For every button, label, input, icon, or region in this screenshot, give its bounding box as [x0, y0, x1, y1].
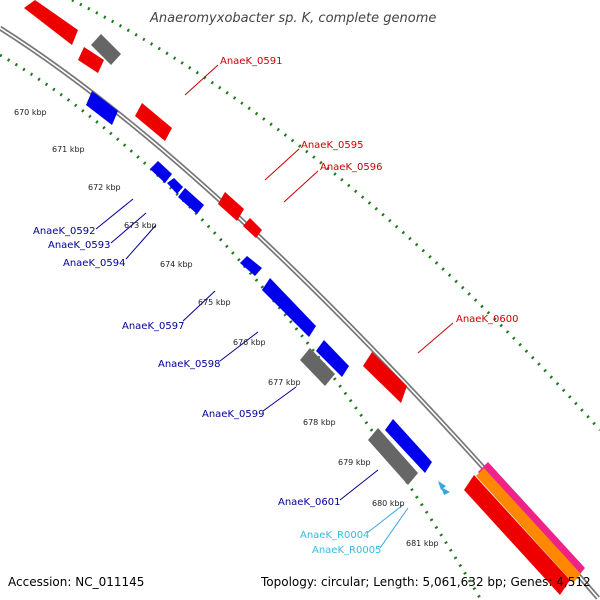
band-red	[464, 475, 570, 595]
leader-line	[125, 224, 157, 260]
leader-line	[339, 469, 379, 501]
gene-forward-arrow[interactable]	[363, 352, 407, 403]
gene-forward-arrow[interactable]	[243, 218, 262, 238]
leader-line	[264, 148, 300, 181]
gene-forward-arrow[interactable]	[24, 0, 78, 45]
leader-line	[283, 170, 319, 203]
kbp-tick-label: 679 kbp	[338, 458, 371, 467]
map-title: Anaeromyxobacter sp. K, complete genome	[149, 11, 436, 26]
leader-line	[184, 64, 219, 96]
kbp-tick-label: 675 kbp	[198, 298, 231, 307]
gene-reverse-arrow[interactable]	[385, 419, 432, 473]
leader-line	[262, 386, 297, 412]
leader-line	[219, 331, 259, 362]
gene-reverse-arrow[interactable]	[262, 278, 316, 337]
rna-mark[interactable]	[438, 481, 446, 490]
gene-label[interactable]: AnaeK_R0004	[300, 530, 369, 541]
gene-pseudo-block[interactable]	[91, 34, 121, 65]
gene-reverse-arrow[interactable]	[240, 256, 262, 276]
gene-pseudo-block[interactable]	[300, 348, 335, 386]
gene-label[interactable]: AnaeK_0601	[278, 497, 340, 508]
gene-reverse-arrow[interactable]	[178, 188, 204, 214]
gene-forward-arrow[interactable]	[78, 47, 104, 73]
gene-pseudo-block[interactable]	[368, 428, 418, 485]
kbp-tick-label: 673 kbp	[124, 221, 157, 230]
gene-label[interactable]: AnaeK_0599	[202, 409, 264, 420]
genome-summary-text: Topology: circular; Length: 5,061,632 bp…	[260, 575, 591, 589]
gene-forward-arrow[interactable]	[135, 103, 172, 141]
gene-label[interactable]: AnaeK_0592	[33, 226, 95, 237]
gene-forward-arrow[interactable]	[218, 192, 244, 221]
gene-label[interactable]: AnaeK_0596	[320, 162, 382, 173]
gene-label[interactable]: AnaeK_0598	[158, 359, 220, 370]
gene-label[interactable]: AnaeK_0595	[301, 140, 363, 151]
gene-reverse-arrow[interactable]	[150, 161, 172, 183]
leader-line	[417, 322, 454, 354]
accession-text: Accession: NC_011145	[8, 575, 144, 589]
kbp-tick-label: 677 kbp	[268, 378, 301, 387]
leader-line	[182, 290, 216, 322]
leader-line	[366, 504, 404, 534]
gene-label[interactable]: AnaeK_0593	[48, 240, 110, 251]
band-orange	[476, 468, 581, 583]
gene-reverse-arrow[interactable]	[316, 340, 349, 377]
leader-line	[379, 507, 409, 549]
kbp-tick-label: 670 kbp	[14, 108, 47, 117]
kbp-tick-label: 672 kbp	[88, 183, 121, 192]
gene-reverse-arrow[interactable]	[167, 178, 183, 194]
gene-label[interactable]: AnaeK_0591	[220, 56, 282, 67]
kbp-tick-label: 680 kbp	[372, 499, 405, 508]
kbp-tick-label: 671 kbp	[52, 145, 85, 154]
gene-label[interactable]: AnaeK_R0005	[312, 545, 381, 556]
gene-label[interactable]: AnaeK_0600	[456, 314, 518, 325]
leader-line	[110, 212, 147, 244]
gene-reverse-arrow[interactable]	[86, 91, 118, 125]
kbp-tick-label: 674 kbp	[160, 260, 193, 269]
gene-label[interactable]: AnaeK_0594	[63, 258, 125, 269]
kbp-tick-label: 676 kbp	[233, 338, 266, 347]
rna-mark[interactable]	[441, 487, 450, 495]
gene-label[interactable]: AnaeK_0597	[122, 321, 184, 332]
inner-tick-track	[0, 53, 482, 599]
kbp-tick-label: 681 kbp	[406, 539, 439, 548]
leader-line	[95, 198, 134, 230]
kbp-tick-label: 678 kbp	[303, 418, 336, 427]
